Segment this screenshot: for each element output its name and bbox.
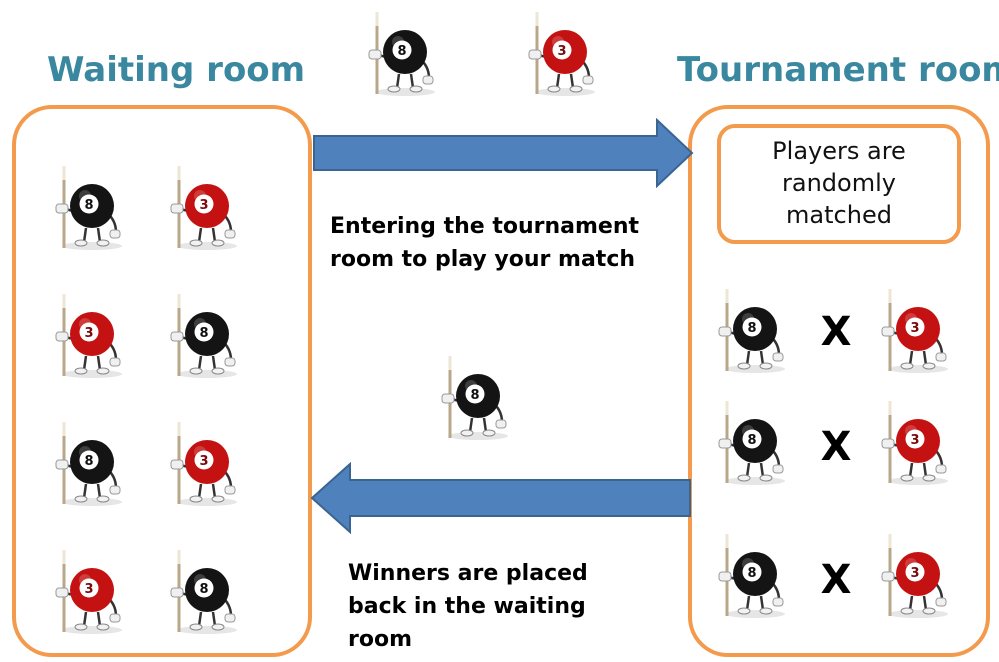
svg-text:3: 3 — [910, 566, 919, 581]
svg-text:3: 3 — [84, 582, 93, 597]
top-player-3-three-ball-player-icon: 3 — [515, 8, 615, 98]
match-3-versus-x-icon: X — [810, 553, 862, 605]
match-2-versus-x-icon: X — [810, 420, 862, 472]
match-3-player-8-eight-ball-player-icon: 8 — [705, 530, 805, 620]
match-1-player-3-three-ball-player-icon: 3 — [868, 285, 968, 375]
match-3-player-3-three-ball-player-icon: 3 — [868, 530, 968, 620]
svg-text:8: 8 — [747, 433, 756, 448]
match-1-player-8-eight-ball-player-icon: 8 — [705, 285, 805, 375]
random-match-note: Players are randomly matched — [717, 124, 961, 244]
svg-text:8: 8 — [199, 326, 208, 341]
winners-caption: Winners are placed back in the waiting r… — [348, 557, 648, 656]
waiting-player-6-three-ball-player-icon: 3 — [157, 418, 257, 508]
svg-text:8: 8 — [199, 582, 208, 597]
svg-text:X: X — [821, 557, 852, 603]
svg-text:8: 8 — [747, 566, 756, 581]
waiting-player-7-three-ball-player-icon: 3 — [42, 546, 142, 636]
random-match-note-text: Players are randomly matched — [735, 136, 943, 232]
waiting-player-8-eight-ball-player-icon: 8 — [157, 546, 257, 636]
tournament-room-title: Tournament room — [677, 50, 999, 90]
arrow-left-icon — [310, 462, 692, 534]
svg-text:8: 8 — [747, 321, 756, 336]
match-2-player-3-three-ball-player-icon: 3 — [868, 397, 968, 487]
svg-text:X: X — [821, 309, 852, 355]
svg-text:8: 8 — [470, 388, 479, 403]
waiting-room-title: Waiting room — [47, 50, 305, 90]
match-1-versus-x-icon: X — [810, 305, 862, 357]
top-player-8-eight-ball-player-icon: 8 — [355, 8, 455, 98]
waiting-player-2-three-ball-player-icon: 3 — [157, 162, 257, 252]
svg-text:8: 8 — [397, 44, 406, 59]
svg-text:X: X — [821, 424, 852, 470]
waiting-player-5-eight-ball-player-icon: 8 — [42, 418, 142, 508]
waiting-player-4-eight-ball-player-icon: 8 — [157, 290, 257, 380]
svg-text:3: 3 — [910, 321, 919, 336]
entering-caption: Entering the tournament room to play you… — [330, 210, 690, 276]
waiting-player-1-eight-ball-player-icon: 8 — [42, 162, 142, 252]
svg-text:3: 3 — [199, 454, 208, 469]
svg-text:8: 8 — [84, 198, 93, 213]
match-2-player-8-eight-ball-player-icon: 8 — [705, 397, 805, 487]
svg-text:3: 3 — [199, 198, 208, 213]
returning-player-eight-ball-player-icon: 8 — [428, 352, 528, 442]
svg-text:3: 3 — [557, 44, 566, 59]
arrow-right-icon — [312, 118, 694, 188]
svg-text:3: 3 — [84, 326, 93, 341]
waiting-player-3-three-ball-player-icon: 3 — [42, 290, 142, 380]
svg-text:3: 3 — [910, 433, 919, 448]
svg-text:8: 8 — [84, 454, 93, 469]
